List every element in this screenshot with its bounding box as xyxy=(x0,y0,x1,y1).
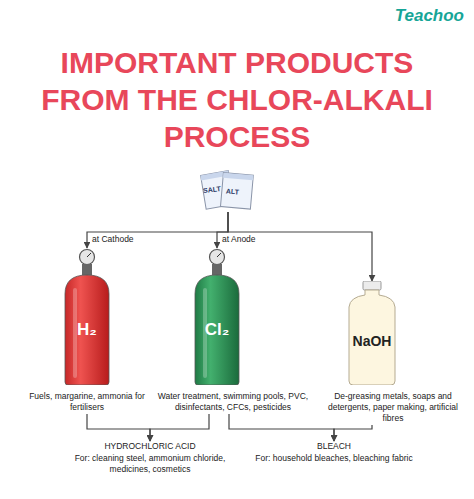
formula-label: H₂ xyxy=(57,320,117,340)
hydrogen-cylinder: H₂ Fuels, margarine, ammonia for fertilis… xyxy=(28,248,146,413)
product-uses: For: cleaning steel, ammonium chloride, … xyxy=(66,453,234,475)
connector-arrow xyxy=(334,425,372,441)
bag-text: ALT xyxy=(226,187,240,195)
salt-bags: SALTALT xyxy=(200,168,256,212)
connector-arrow xyxy=(87,414,150,441)
hydrochloric-acid-box: HYDROCHLORIC ACIDFor: cleaning steel, am… xyxy=(66,441,234,475)
uses-text: Fuels, margarine, ammonia for fertiliser… xyxy=(28,391,146,413)
sodium-hydroxide-bottle: NaOH De-greasing metals, soaps and deterg… xyxy=(318,281,468,424)
uses-text: De-greasing metals, soaps and detergents… xyxy=(318,391,468,424)
gas-cylinder-drawing xyxy=(192,248,242,385)
product-heading: HYDROCHLORIC ACID xyxy=(66,441,234,452)
connector-arrow xyxy=(150,414,209,441)
edge-label: at Anode xyxy=(220,234,258,244)
chlorine-cylinder: Cl₂ Water treatment, swimming pools, PVC,… xyxy=(150,248,316,413)
connector-arrow xyxy=(87,212,228,248)
product-uses: For: household bleaches, bleaching fabri… xyxy=(250,453,418,464)
gas-cylinder-drawing xyxy=(62,248,112,385)
title: IMPORTANT PRODUCTS FROM THE CHLOR-ALKALI… xyxy=(27,44,447,155)
formula-label: Cl₂ xyxy=(187,320,247,340)
logo-mark: Teachoo xyxy=(395,6,464,26)
edge-label: at Cathode xyxy=(90,234,136,244)
connector-arrow xyxy=(228,212,372,281)
bleach-box: BLEACHFor: household bleaches, bleaching… xyxy=(250,441,418,464)
uses-text: Water treatment, swimming pools, PVC, di… xyxy=(150,391,316,413)
connector-arrow xyxy=(229,414,334,441)
formula-label: NaOH xyxy=(342,333,402,349)
product-heading: BLEACH xyxy=(250,441,418,452)
